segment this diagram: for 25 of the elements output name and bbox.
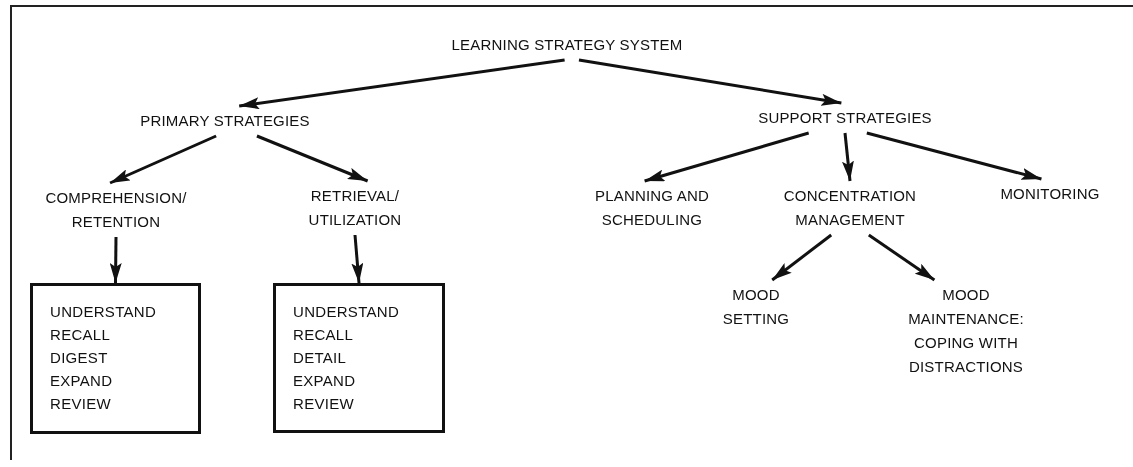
arrow <box>771 233 833 282</box>
arrow <box>867 233 936 282</box>
list-box <box>30 283 201 434</box>
node-label: PRIMARY STRATEGIES <box>136 106 314 136</box>
arrow <box>866 131 1042 181</box>
arrow <box>578 58 842 106</box>
arrow <box>109 237 122 283</box>
node-label: MOOD SETTING <box>702 280 810 334</box>
node-label: MOOD MAINTENANCE: COPING WITH DISTRACTIONS <box>887 280 1045 382</box>
list-box <box>273 283 445 433</box>
arrow <box>109 134 217 185</box>
node-label: RETRIEVAL/ UTILIZATION <box>276 181 434 235</box>
arrow <box>239 58 565 110</box>
arrow <box>256 134 369 183</box>
word-list: UNDERSTAND RECALL DIGEST EXPAND REVIEW <box>50 300 157 415</box>
node-label: MONITORING <box>996 179 1104 209</box>
node-label: CONCENTRATION MANAGEMENT <box>756 181 944 235</box>
arrow <box>351 234 364 284</box>
node-label: PLANNING AND SCHEDULING <box>578 181 726 235</box>
node-label: LEARNING STRATEGY SYSTEM <box>447 30 687 60</box>
arrow <box>644 131 810 183</box>
node-label: COMPREHENSION/ RETENTION <box>17 183 215 237</box>
node-label: SUPPORT STRATEGIES <box>754 103 936 133</box>
arrow <box>841 132 854 182</box>
word-list: UNDERSTAND RECALL DETAIL EXPAND REVIEW <box>293 300 400 415</box>
